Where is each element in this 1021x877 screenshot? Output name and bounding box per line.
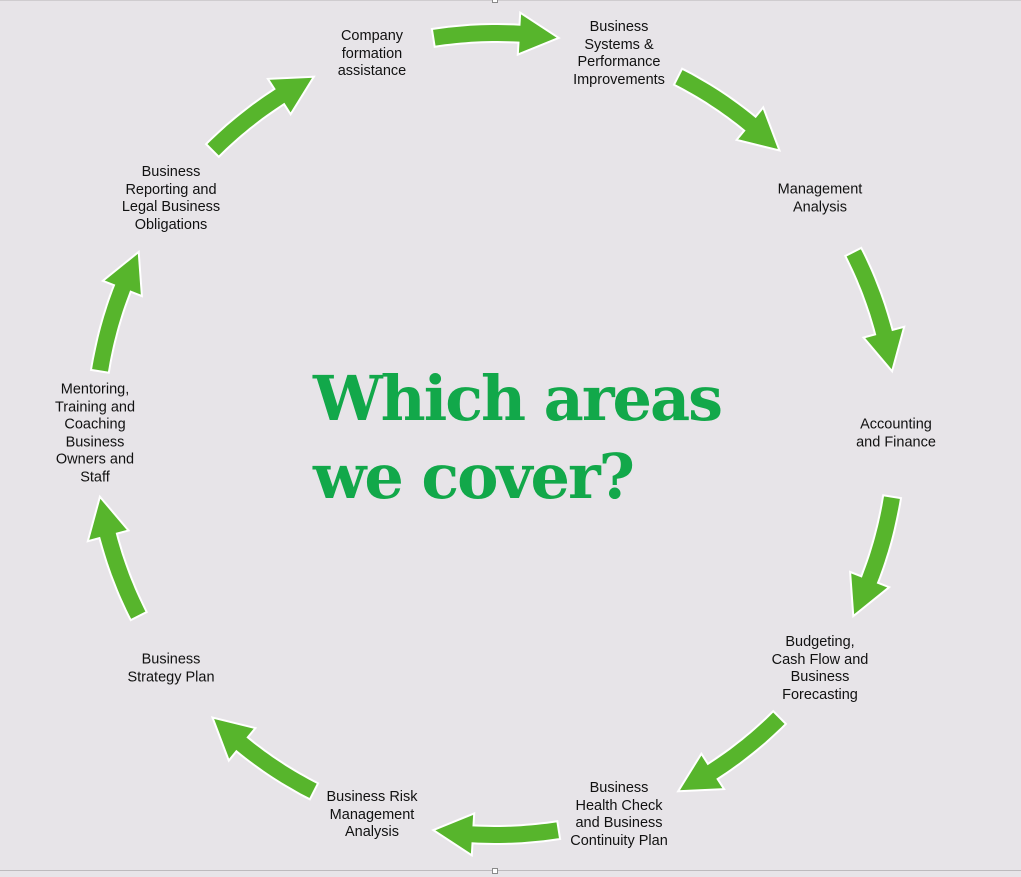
node-health-check: Business Health Check and Business Conti… (570, 780, 668, 849)
node-strategy-plan: Business Strategy Plan (127, 651, 215, 686)
node-accounting-finance: Accounting and Finance (856, 416, 936, 451)
cycle-arrow-3 (430, 10, 561, 57)
slide-top-edge (0, 0, 1021, 1)
node-management-analysis: Management Analysis (777, 181, 863, 216)
node-mentoring-training: Mentoring, Training and Coaching Busines… (54, 381, 136, 486)
node-reporting-obligations: Business Reporting and Legal Business Ob… (121, 164, 221, 233)
node-budgeting-forecasting: Budgeting, Cash Flow and Business Foreca… (771, 634, 869, 703)
cycle-arrow-8 (431, 811, 562, 858)
cycle-arrow-6 (848, 494, 903, 619)
cycle-arrow-5 (843, 246, 906, 374)
node-risk-management: Business Risk Management Analysis (326, 788, 418, 840)
cycle-arrow-4 (672, 67, 782, 152)
cycle-arrow-1 (89, 249, 144, 374)
resize-handle-bottom[interactable] (492, 868, 498, 874)
node-company-formation: Company formation assistance (337, 27, 407, 79)
cycle-arrow-7 (676, 709, 788, 793)
cycle-arrow-9 (210, 716, 320, 801)
node-business-systems: Business Systems & Performance Improveme… (573, 19, 665, 88)
resize-handle-top[interactable] (492, 0, 498, 3)
cycle-arrow-2 (204, 75, 316, 159)
slide-bottom-edge (0, 870, 1021, 871)
cycle-arrow-10 (86, 494, 149, 622)
diagram-title: Which areas we cover? (313, 362, 723, 513)
